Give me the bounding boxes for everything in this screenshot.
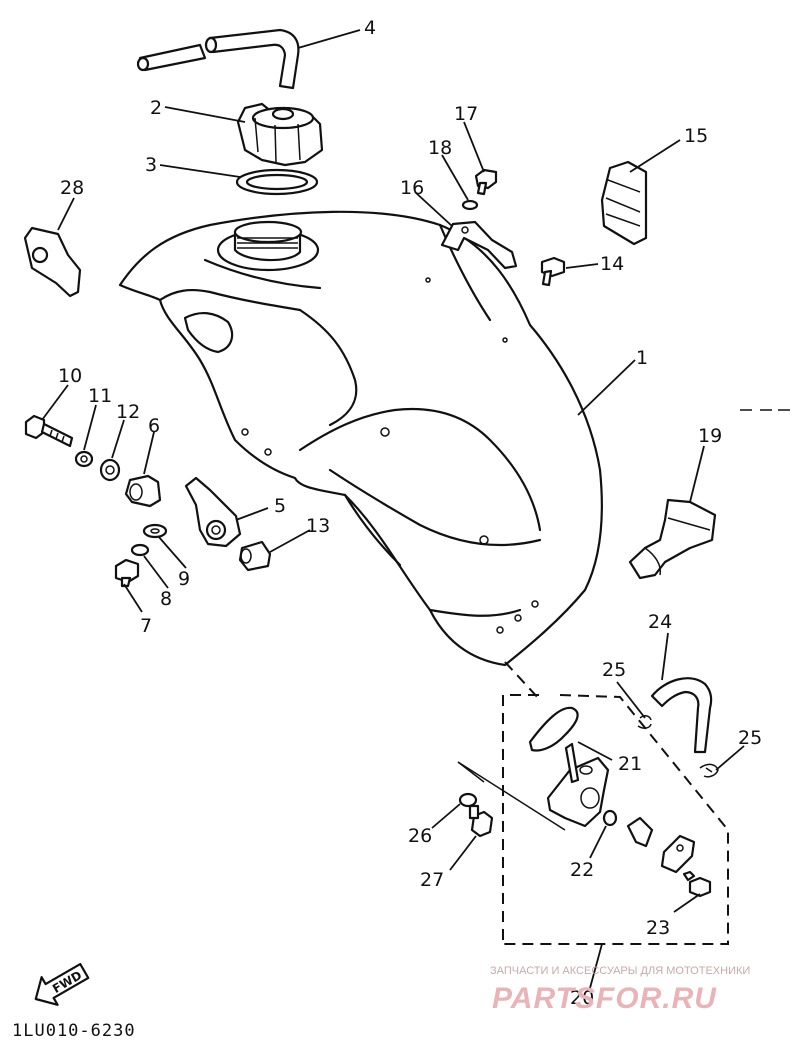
callout-2: 2 (150, 97, 162, 119)
callout-4: 4 (364, 17, 376, 39)
callout-5: 5 (274, 495, 286, 517)
watermark: ЗАПЧАСТИ И АКСЕССУАРЫ ДЛЯ МОТОТЕХНИКИ PA… (490, 965, 750, 1015)
watermark-brand: PARTSFOR.RU (492, 982, 717, 1015)
callout-16: 16 (400, 177, 424, 199)
callout-10: 10 (58, 365, 82, 387)
callout-22: 22 (570, 859, 594, 881)
breather-hose-part (136, 28, 300, 90)
washer-9-part (142, 523, 168, 539)
callout-25-lower: 25 (738, 727, 762, 749)
bracket-16-part (440, 220, 518, 270)
fuel-hose-24-part (650, 677, 713, 754)
collar-13-part (238, 540, 272, 572)
washer-11-part (74, 450, 94, 468)
callout-3: 3 (145, 154, 157, 176)
diagram-code: 1LU010-6230 (12, 1021, 136, 1041)
callout-1: 1 (636, 347, 648, 369)
fuel-cock-assembly (458, 677, 719, 898)
fuel-tank-part (118, 210, 603, 667)
leader-lines (41, 29, 745, 989)
callout-21: 21 (618, 753, 642, 775)
callout-6: 6 (148, 415, 160, 437)
forward-arrow: FWD (34, 962, 90, 1006)
bolt-14-part (540, 256, 566, 287)
fuel-cap-part (236, 102, 324, 167)
callout-28: 28 (60, 177, 84, 199)
callout-11: 11 (88, 385, 112, 407)
clip-25-lower-part (699, 763, 719, 778)
plate-part (660, 834, 696, 874)
callout-27: 27 (420, 869, 444, 891)
damper-6-part (124, 474, 162, 508)
callout-26: 26 (408, 825, 432, 847)
callout-8: 8 (160, 588, 172, 610)
bolt-17-part (474, 168, 498, 196)
callout-labels: 1 2 3 4 5 6 7 8 9 10 11 12 13 14 15 16 1… (58, 17, 762, 1009)
callout-25-upper: 25 (602, 659, 626, 681)
washer-26-part (458, 792, 478, 808)
washer-8-part (130, 543, 150, 557)
callout-19: 19 (698, 425, 722, 447)
callout-7: 7 (140, 615, 152, 637)
bracket-28-part (23, 226, 82, 298)
callout-17: 17 (454, 103, 478, 125)
collar-12-part (99, 458, 121, 482)
stay-5-part (184, 476, 242, 548)
assembly-20-outline (502, 694, 729, 945)
callout-13: 13 (306, 515, 330, 537)
callout-12: 12 (116, 401, 140, 423)
watermark-tagline: ЗАПЧАСТИ И АКСЕССУАРЫ ДЛЯ МОТОТЕХНИКИ (490, 965, 750, 977)
callout-18: 18 (428, 137, 452, 159)
cap-gasket-part (235, 168, 319, 196)
rubber-plate-15-part (600, 160, 648, 246)
fuel-cock-body-part (546, 756, 610, 828)
callout-14: 14 (600, 253, 624, 275)
bolt-10-part (24, 414, 74, 448)
callout-20: 20 (570, 987, 594, 1009)
o-ring-22-part (602, 809, 618, 827)
callout-24: 24 (648, 611, 672, 633)
callout-23: 23 (646, 917, 670, 939)
washer-18-part (461, 199, 479, 211)
bolt-7-part (114, 558, 140, 588)
damper-19-part (628, 498, 717, 580)
callout-15: 15 (684, 125, 708, 147)
lever-part (626, 816, 654, 848)
screw-23-part (688, 876, 712, 898)
callout-9: 9 (178, 568, 190, 590)
assembly-20-inner-line (457, 761, 566, 831)
o-ring-21-part (528, 706, 579, 752)
